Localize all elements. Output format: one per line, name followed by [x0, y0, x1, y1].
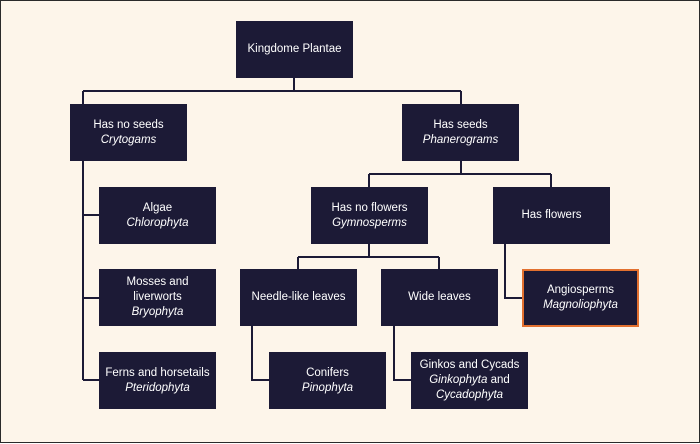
- node-scientific-name: Magnoliophyta: [543, 299, 618, 311]
- connector-wide: [393, 326, 411, 381]
- node-label: Has flowers: [521, 209, 582, 221]
- connector-root: [82, 78, 462, 104]
- node-label: Ginkos and Cycads: [419, 359, 520, 371]
- node-conifers: Conifers Pinophyta: [269, 352, 386, 409]
- node-ginkos-cycads: Ginkos and Cycads Ginkophyta and Cycadop…: [411, 352, 528, 409]
- connector-no-flowers: [297, 244, 440, 269]
- node-label: Angiosperms: [546, 284, 615, 296]
- node-kingdom-plantae: Kingdome Plantae: [236, 21, 353, 78]
- node-scientific-line: Ginkophyta and: [429, 373, 510, 388]
- connector-flowers: [504, 244, 522, 299]
- node-label: Algae: [142, 201, 173, 214]
- node-label: Ferns and horsetails: [105, 366, 210, 379]
- node-scientific-name-2: Cycadophyta: [435, 389, 504, 401]
- node-ferns-horsetails: Ferns and horsetails Pteridophyta: [99, 352, 216, 409]
- node-label: Has no seeds: [93, 118, 164, 131]
- node-has-no-flowers: Has no flowers Gymnosperms: [311, 187, 428, 244]
- node-label: Needle-like leaves: [251, 291, 346, 303]
- node-has-flowers: Has flowers: [493, 187, 610, 244]
- node-label: Kingdome Plantae: [247, 43, 342, 55]
- node-label: Mosses and: [126, 276, 189, 288]
- node-has-seeds: Has seeds Phanerograms: [402, 104, 519, 161]
- node-label-line2: liverworts: [133, 291, 182, 303]
- node-label: Conifers: [306, 366, 349, 379]
- node-angiosperms: Angiosperms Magnoliophyta: [522, 269, 639, 327]
- node-scientific-name: Gymnosperms: [332, 216, 407, 229]
- node-label: Has no flowers: [331, 201, 408, 214]
- node-scientific-name: Crytogams: [100, 133, 157, 146]
- connector-no-seeds: [82, 161, 99, 381]
- node-label: Wide leaves: [408, 291, 471, 303]
- connector-seeds: [368, 161, 552, 187]
- node-scientific-name: Bryophyta: [131, 306, 184, 318]
- node-scientific-name: Pinophyta: [301, 381, 354, 394]
- node-scientific-name: Chlorophyta: [126, 216, 189, 229]
- node-scientific-name: Phanerograms: [422, 133, 499, 146]
- node-label: Has seeds: [433, 118, 488, 131]
- node-mosses-liverworts: Mosses and liverworts Bryophyta: [99, 269, 216, 326]
- node-has-no-seeds: Has no seeds Crytogams: [70, 104, 187, 161]
- node-needle-like-leaves: Needle-like leaves: [240, 269, 357, 326]
- connector-needle: [251, 326, 269, 381]
- node-scientific-name: Ginkophyta: [429, 374, 488, 386]
- node-scientific-name: Pteridophyta: [125, 381, 190, 394]
- node-algae: Algae Chlorophyta: [99, 187, 216, 244]
- node-conjunction: and: [490, 374, 510, 386]
- node-wide-leaves: Wide leaves: [381, 269, 498, 326]
